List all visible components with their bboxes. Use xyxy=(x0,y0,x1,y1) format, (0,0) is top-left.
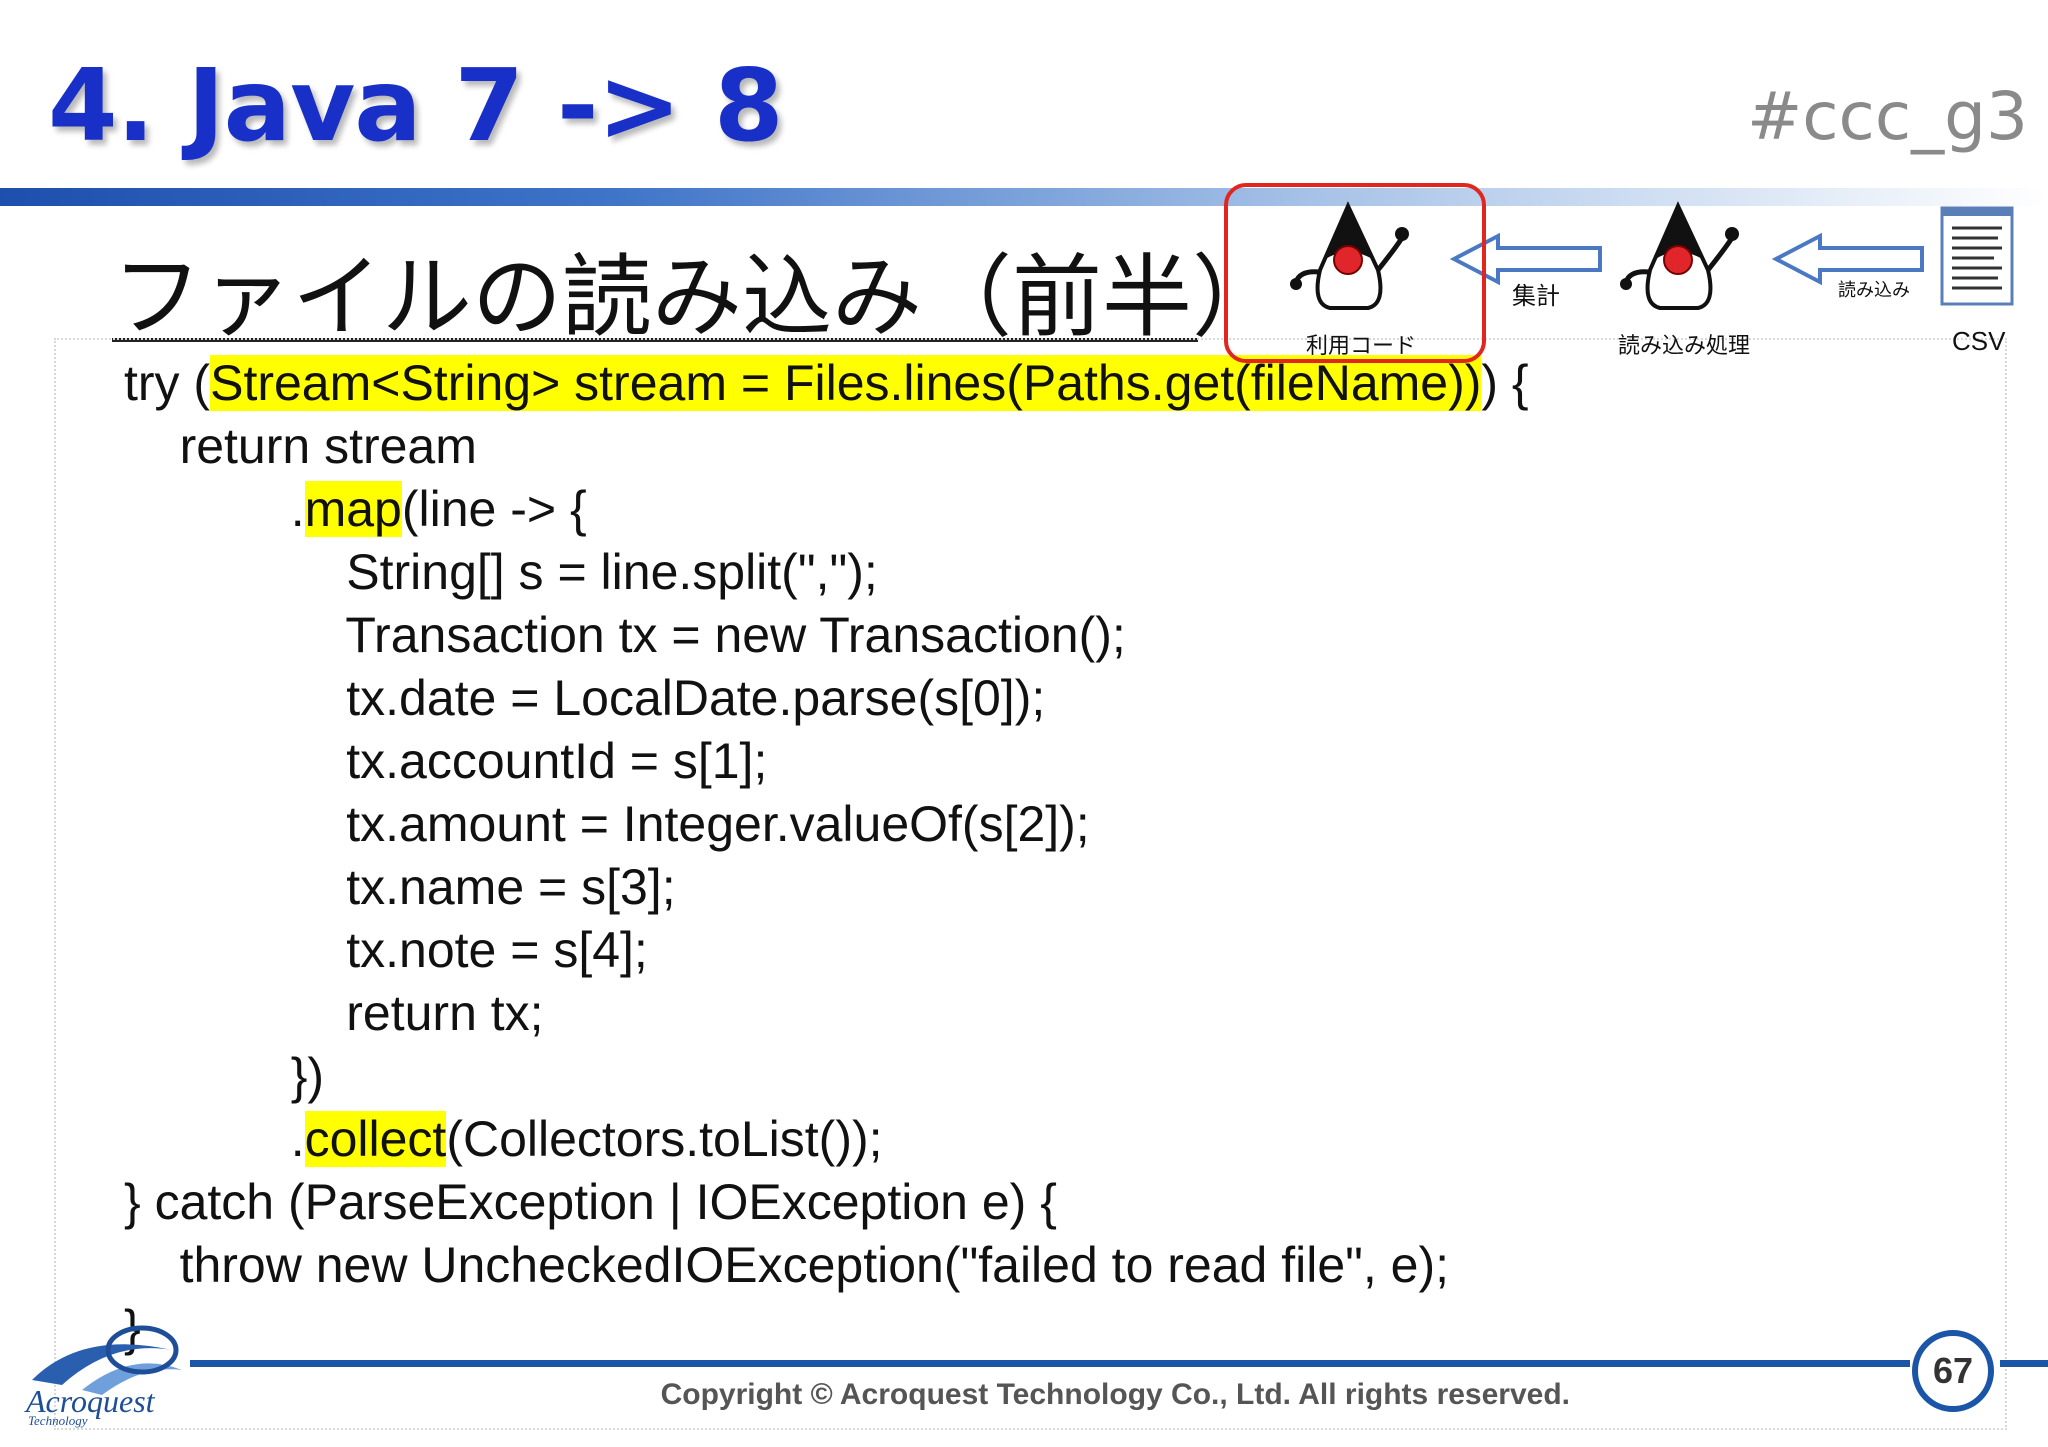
copyright: Copyright © Acroquest Technology Co., Lt… xyxy=(660,1378,1570,1411)
left-arrow-icon xyxy=(1450,232,1602,286)
code-text: (line -> { xyxy=(401,481,587,537)
page-number: 67 xyxy=(1932,1350,1974,1391)
code-text: tx.note = s[4]; xyxy=(124,922,648,978)
highlight-box xyxy=(1224,183,1486,363)
code-text: return tx; xyxy=(124,985,544,1041)
code-line: } catch (ParseException | IOException e)… xyxy=(124,1171,1529,1234)
page-number-badge: 67 xyxy=(1912,1330,1994,1412)
code-text: Transaction tx = new Transaction(); xyxy=(124,607,1126,663)
csv-document-icon xyxy=(1940,206,2014,306)
code-text: }) xyxy=(124,1048,325,1104)
code-line: .collect(Collectors.toList()); xyxy=(124,1108,1529,1171)
duke-mascot-icon xyxy=(1290,201,1409,310)
code-text: } catch (ParseException | IOException e)… xyxy=(124,1174,1057,1230)
node-label-reader: 読み込み処理 xyxy=(1618,333,1751,358)
code-line: } xyxy=(124,1297,1529,1360)
code-text: (Collectors.toList()); xyxy=(446,1111,883,1167)
code-line: tx.name = s[3]; xyxy=(124,856,1529,919)
duke-mascot-icon xyxy=(1620,201,1739,310)
code-text: return stream xyxy=(124,418,477,474)
logo-subtext: Technology xyxy=(28,1413,88,1428)
code-line: tx.amount = Integer.valueOf(s[2]); xyxy=(124,793,1529,856)
code-text: try ( xyxy=(124,355,211,411)
code-line: Transaction tx = new Transaction(); xyxy=(124,604,1529,667)
code-text: ) { xyxy=(1481,355,1529,411)
footer-rule xyxy=(190,1360,1910,1367)
highlighted-code: collect xyxy=(304,1111,447,1167)
logo-text: Acroquest xyxy=(26,1383,155,1419)
code-line: return stream xyxy=(124,415,1529,478)
code-line: tx.date = LocalDate.parse(s[0]); xyxy=(124,667,1529,730)
code-text: tx.name = s[3]; xyxy=(124,859,676,915)
code-text: String[] s = line.split(","); xyxy=(124,544,878,600)
code-text: . xyxy=(124,481,305,537)
slide-title: 4. Java 7 -> 8 xyxy=(48,47,784,164)
acroquest-logo-icon xyxy=(32,1325,182,1395)
section-subtitle: ファイルの読み込み（前半） xyxy=(112,245,1282,350)
arrow-label-aggregate: 集計 xyxy=(1512,283,1560,310)
code-line: throw new UncheckedIOException("failed t… xyxy=(124,1234,1529,1297)
code-line: try (Stream<String> stream = Files.lines… xyxy=(124,352,1529,415)
code-text: . xyxy=(124,1111,305,1167)
code-text: tx.date = LocalDate.parse(s[0]); xyxy=(124,670,1046,726)
code-line: String[] s = line.split(","); xyxy=(124,541,1529,604)
subtitle-underline xyxy=(112,338,1198,342)
code-block: try (Stream<String> stream = Files.lines… xyxy=(124,352,1529,1360)
code-text: tx.amount = Integer.valueOf(s[2]); xyxy=(124,796,1090,852)
code-line: tx.accountId = s[1]; xyxy=(124,730,1529,793)
code-text: tx.accountId = s[1]; xyxy=(124,733,768,789)
highlighted-code: map xyxy=(304,481,402,537)
left-arrow-icon xyxy=(1772,232,1924,286)
content-frame xyxy=(54,338,2007,1430)
arrow-label-read: 読み込み xyxy=(1838,280,1910,300)
code-line: return tx; xyxy=(124,982,1529,1045)
code-line: }) xyxy=(124,1045,1529,1108)
code-line: tx.note = s[4]; xyxy=(124,919,1529,982)
title-bar xyxy=(0,188,2048,206)
code-line: .map(line -> { xyxy=(124,478,1529,541)
node-label-usage-code: 利用コード xyxy=(1306,333,1417,358)
highlighted-code: Stream<String> stream = Files.lines(Path… xyxy=(210,355,1482,411)
hashtag: #ccc_g3 xyxy=(1746,78,2028,155)
code-text: throw new UncheckedIOException("failed t… xyxy=(124,1237,1450,1293)
footer-rule-right xyxy=(2000,1360,2048,1367)
node-label-csv: CSV xyxy=(1952,326,2006,356)
